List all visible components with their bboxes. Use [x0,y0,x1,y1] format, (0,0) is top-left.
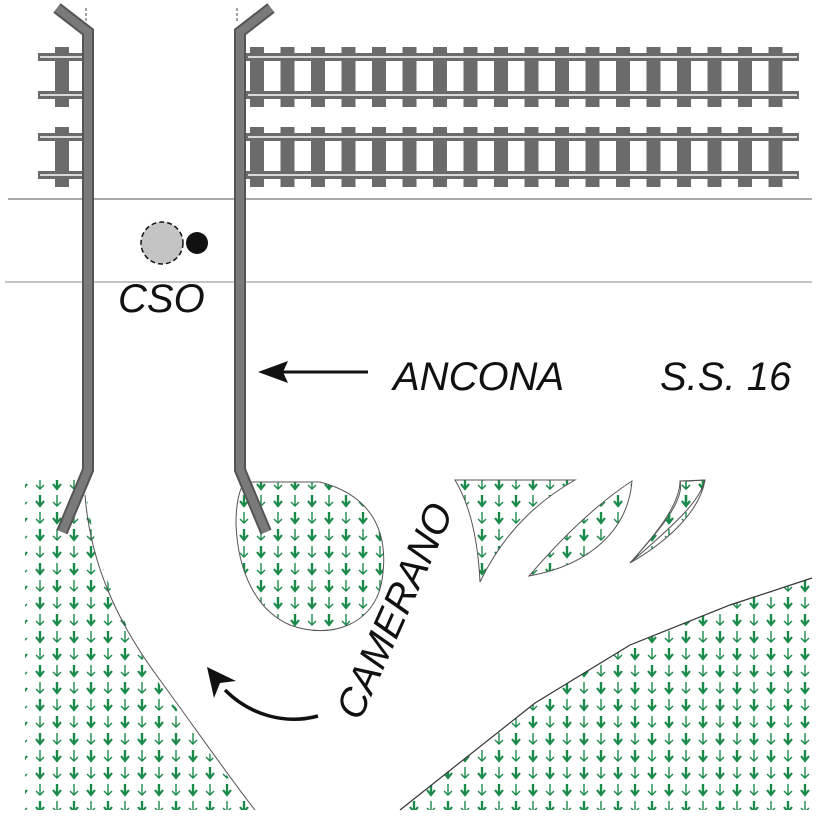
vegetation-area-loop [235,481,385,632]
vegetation-area-bottom-right [400,578,812,810]
rail-highlight [248,174,797,176]
vegetation-area-wedge-body [629,479,706,564]
rail-highlight [248,94,797,96]
cso-overflow-icon [140,221,184,265]
rail-highlight [40,56,82,58]
vegetation-area-lens [527,480,633,577]
rail-highlight [40,174,82,176]
ancona-label: ANCONA [391,355,564,399]
railway-tracks [38,47,799,187]
channel-wall-left [53,3,94,535]
rail-highlight [248,136,797,138]
channel-wall-right [234,3,275,535]
road-label: S.S. 16 [660,355,792,399]
cso-outlet-dot-icon [186,232,208,254]
vegetation-area-left [25,480,255,810]
curved-arrow-icon [207,667,319,721]
arrow-left-icon [258,361,368,383]
rail-highlight [40,94,82,96]
cso-label: CSO [118,277,205,321]
rail-highlight [248,56,797,58]
vegetation-boundary-bottom-right [399,577,813,811]
rail-highlight [40,136,82,138]
vegetation-boundary-left [84,494,256,811]
vegetation-area-triangle [454,479,577,583]
